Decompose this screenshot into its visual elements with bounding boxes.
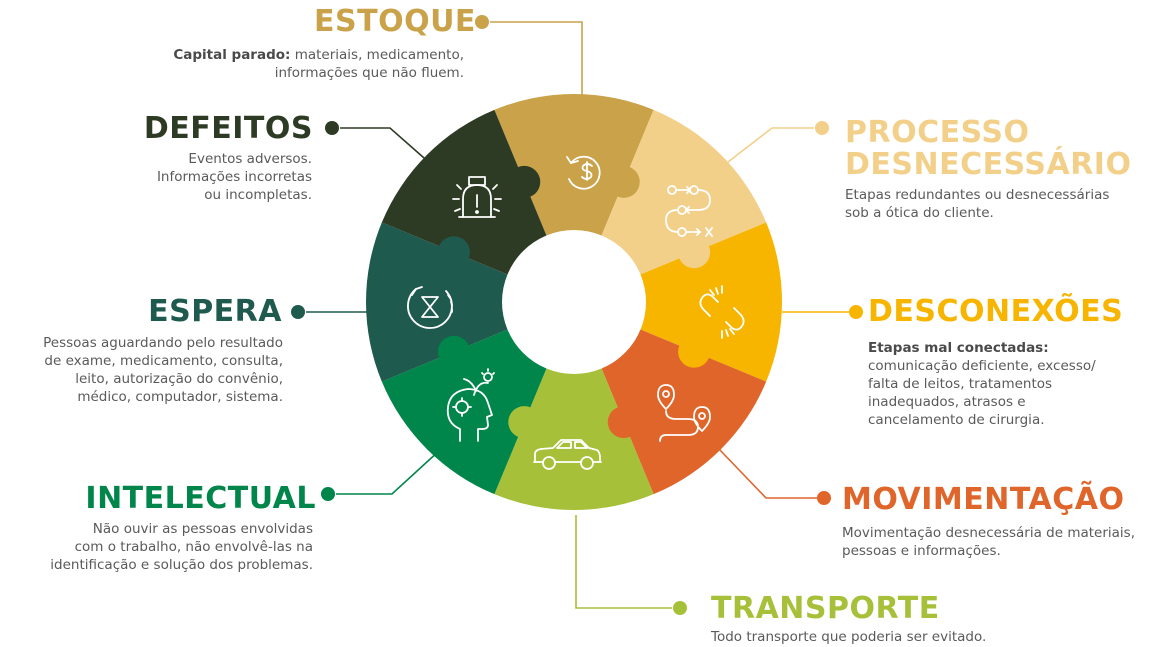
estoque-line-2: informações que não fluem. bbox=[274, 65, 464, 81]
intelectual-title: INTELECTUAL bbox=[85, 481, 316, 516]
espera-line-2: de exame, medicamento, consulta, bbox=[44, 353, 283, 369]
desconexoes-line-3: inadequados, atrasos e bbox=[868, 394, 1026, 410]
intelectual-connector-dot bbox=[321, 487, 335, 501]
espera-puzzle-tab bbox=[437, 236, 470, 269]
espera-segment bbox=[366, 222, 574, 382]
estoque-puzzle-tab bbox=[607, 165, 640, 198]
desconexoes-bold-label: Etapas mal conectadas: bbox=[868, 340, 1049, 356]
transporte-description: Todo transporte que poderia ser evitado. bbox=[711, 628, 1051, 646]
transporte-title: TRANSPORTE bbox=[711, 591, 940, 626]
espera-line-4: médico, computador, sistema. bbox=[77, 389, 283, 405]
estoque-description: Capital parado: materiais, medicamento, … bbox=[104, 46, 464, 82]
processo-title-line-1: PROCESSO bbox=[845, 115, 1030, 150]
intelectual-puzzle-tab bbox=[437, 335, 470, 368]
desconexoes-puzzle-tab bbox=[678, 335, 711, 368]
processo-line-1: Etapas redundantes ou desnecessárias bbox=[845, 187, 1110, 203]
desconexoes-connector-dot bbox=[849, 305, 863, 319]
alert-light-icon bbox=[452, 176, 502, 218]
dollar-cycle-icon bbox=[566, 155, 601, 190]
processo-title-line-2: DESNECESSÁRIO bbox=[845, 147, 1132, 182]
estoque-connector-dot bbox=[475, 15, 489, 29]
processo-line-2: sob a ótica do cliente. bbox=[845, 205, 994, 221]
desconexoes-segment bbox=[574, 222, 782, 382]
espera-line-3: leito, autorização do convênio, bbox=[75, 371, 283, 387]
espera-description: Pessoas aguardando pelo resultado de exa… bbox=[0, 334, 283, 406]
transporte-line-1: Todo transporte que poderia ser evitado. bbox=[711, 629, 987, 645]
intelectual-line-3: identificação e solução dos problemas. bbox=[50, 557, 313, 573]
flow-steps-icon bbox=[665, 185, 713, 237]
intelectual-connector-line bbox=[336, 449, 441, 495]
espera-connector-dot bbox=[291, 305, 305, 319]
desconexoes-line-1: comunicação deficiente, excesso/ bbox=[868, 358, 1096, 374]
movimentacao-connector-line bbox=[717, 447, 818, 499]
transporte-connector-line bbox=[575, 515, 672, 609]
processo-description: Etapas redundantes ou desnecessárias sob… bbox=[845, 186, 1175, 222]
estoque-connector-line bbox=[490, 21, 583, 99]
transporte-connector-dot bbox=[673, 601, 687, 615]
movimentacao-connector-dot bbox=[817, 491, 831, 505]
processo-connector-line bbox=[727, 127, 814, 163]
intelectual-description: Não ouvir as pessoas envolvidas com o tr… bbox=[0, 520, 313, 574]
car-icon bbox=[533, 439, 602, 470]
defeitos-title: DEFEITOS bbox=[143, 111, 313, 146]
defeitos-line-2: Informações incorretas bbox=[156, 169, 312, 185]
estoque-line-1: materiais, medicamento, bbox=[294, 47, 464, 63]
desconexoes-title: DESCONEXÕES bbox=[868, 294, 1124, 329]
intelectual-line-1: Não ouvir as pessoas envolvidas bbox=[92, 521, 313, 537]
desconexoes-description: Etapas mal conectadas: comunicação defic… bbox=[868, 339, 1168, 429]
movimentacao-description: Movimentação desnecessária de materiais,… bbox=[842, 524, 1176, 560]
defeitos-line-1: Eventos adversos. bbox=[188, 151, 312, 167]
defeitos-puzzle-tab bbox=[508, 165, 541, 198]
transporte-puzzle-tab bbox=[508, 406, 541, 439]
processo-connector-dot bbox=[815, 121, 829, 135]
processo-title: PROCESSO DESNECESSÁRIO bbox=[845, 117, 1131, 181]
defeitos-line-3: ou incompletas. bbox=[204, 187, 312, 203]
movimentacao-title: MOVIMENTAÇÃO bbox=[842, 482, 1125, 517]
movimentacao-line-2: pessoas e informações. bbox=[842, 543, 1001, 559]
desconexoes-line-4: cancelamento de cirurgia. bbox=[868, 412, 1045, 428]
processo-puzzle-tab bbox=[678, 236, 711, 269]
intelectual-line-2: com o trabalho, não envolvê-las na bbox=[74, 539, 313, 555]
defeitos-connector-line bbox=[340, 127, 433, 166]
defeitos-description: Eventos adversos. Informações incorretas… bbox=[52, 150, 312, 204]
estoque-title: ESTOQUE bbox=[314, 4, 476, 39]
estoque-segment bbox=[494, 94, 654, 303]
espera-title: ESPERA bbox=[148, 294, 282, 329]
defeitos-connector-dot bbox=[325, 121, 339, 135]
espera-line-1: Pessoas aguardando pelo resultado bbox=[43, 335, 283, 351]
hourglass-icon bbox=[407, 286, 453, 329]
estoque-bold-label: Capital parado: bbox=[173, 47, 291, 63]
movimentacao-line-1: Movimentação desnecessária de materiais, bbox=[842, 525, 1136, 541]
route-pins-icon bbox=[657, 384, 711, 442]
movimentacao-puzzle-tab bbox=[607, 406, 640, 439]
center-hole bbox=[502, 230, 646, 374]
desconexoes-line-2: falta de leitos, tratamentos bbox=[868, 376, 1053, 392]
broken-link-icon bbox=[699, 285, 745, 339]
head-ideas-icon bbox=[446, 368, 495, 442]
